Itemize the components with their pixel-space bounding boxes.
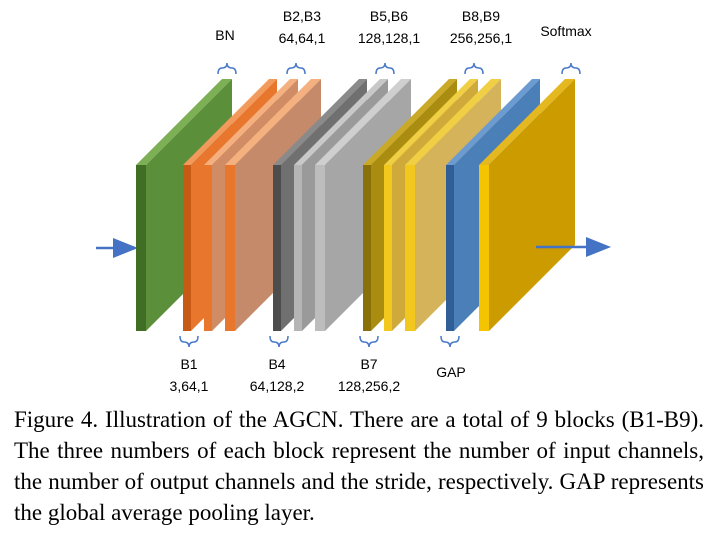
brace-softmax — [561, 62, 581, 75]
label-bn: BN — [215, 27, 234, 43]
label-b2b3-params: 64,64,1 — [279, 30, 326, 46]
brace-b2b3 — [286, 62, 306, 75]
label-gap: GAP — [436, 364, 466, 380]
brace-b8b9 — [464, 62, 484, 75]
label-b8b9-name: B8,B9 — [462, 8, 500, 24]
brace-b5b6 — [375, 62, 395, 75]
label-b7-name: B7 — [360, 356, 377, 372]
brace-b1 — [179, 335, 199, 348]
label-b1-name: B1 — [180, 356, 197, 372]
softmax-layer — [479, 79, 575, 331]
label-b1-params: 3,64,1 — [170, 378, 209, 394]
label-b5b6-name: B5,B6 — [370, 8, 408, 24]
label-b8b9-params: 256,256,1 — [450, 30, 512, 46]
agcn-architecture-diagram: BN B2,B3 64,64,1 B5,B6 128,128,1 B8,B9 2… — [96, 8, 611, 394]
label-b2b3-name: B2,B3 — [283, 8, 321, 24]
brace-b4 — [269, 335, 289, 348]
label-softmax: Softmax — [540, 23, 591, 39]
brace-gap — [440, 335, 460, 348]
brace-bn — [217, 62, 237, 75]
label-b4-name: B4 — [268, 356, 285, 372]
figure-caption: Figure 4. Illustration of the AGCN. Ther… — [14, 407, 703, 525]
label-b4-params: 64,128,2 — [250, 378, 305, 394]
brace-b7 — [359, 335, 379, 348]
label-b7-params: 128,256,2 — [338, 378, 400, 394]
label-b5b6-params: 128,128,1 — [358, 30, 420, 46]
